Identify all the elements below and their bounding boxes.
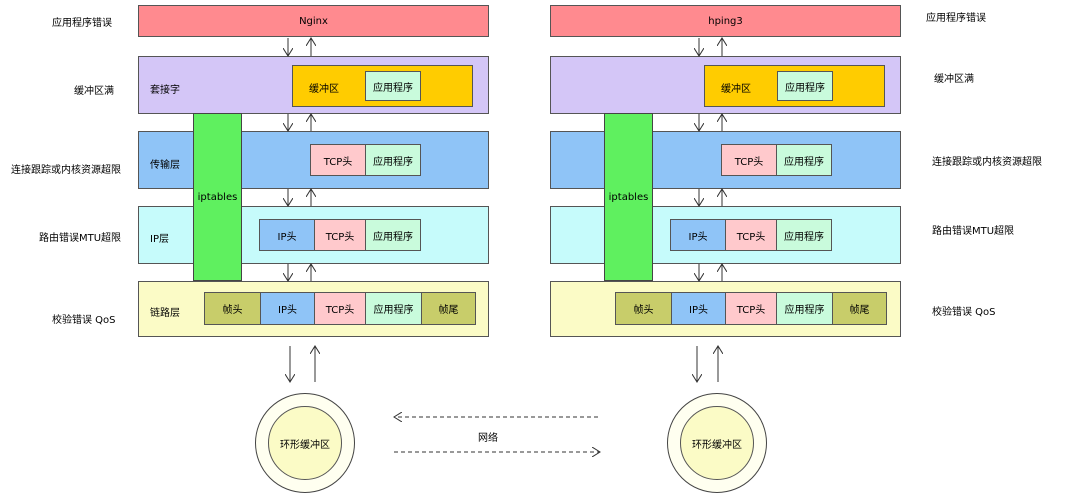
ring-buffer-inner-right: 环形缓冲区 xyxy=(680,406,754,480)
frame-tail-cell: 帧尾 xyxy=(832,292,887,325)
iptables-label: iptables xyxy=(197,191,238,203)
tcp-header-cell: TCP头 xyxy=(725,219,777,251)
tcp-header-cell: TCP头 xyxy=(725,292,777,325)
layer-name-transport: 传输层 xyxy=(150,160,180,171)
label-checksum-qos-right: 校验错误 QoS xyxy=(932,307,996,318)
label-conntrack-right: 连接跟踪或内核资源超限 xyxy=(932,157,1042,168)
app-name: Nginx xyxy=(299,15,328,27)
frame-header-cell: 帧头 xyxy=(615,292,672,325)
tcp-header-cell: TCP头 xyxy=(314,219,366,251)
label-conntrack-left: 连接跟踪或内核资源超限 xyxy=(11,165,121,176)
app-bar-nginx: Nginx xyxy=(138,5,489,37)
ring-buffer-inner-left: 环形缓冲区 xyxy=(268,406,342,480)
app-cell: 应用程序 xyxy=(365,219,421,251)
label-checksum-qos-left: 校验错误 QoS xyxy=(52,315,116,326)
ring-buffer-right: 环形缓冲区 xyxy=(667,393,767,493)
ip-header-cell: IP头 xyxy=(259,219,315,251)
frame-tail-cell: 帧尾 xyxy=(421,292,476,325)
iptables-label: iptables xyxy=(608,191,649,203)
app-cell: 应用程序 xyxy=(776,292,833,325)
app-bar-hping3: hping3 xyxy=(550,5,901,37)
label-route-mtu-left: 路由错误MTU超限 xyxy=(39,233,122,244)
label-buffer-full-left: 缓冲区满 xyxy=(74,86,114,97)
ring-buffer-left: 环形缓冲区 xyxy=(255,393,355,493)
frame-header-cell: 帧头 xyxy=(204,292,261,325)
app-name: hping3 xyxy=(708,15,743,27)
layer-name-socket: 套接字 xyxy=(150,85,180,96)
layer-name-ip: IP层 xyxy=(150,234,169,245)
label-buffer-full-right: 缓冲区满 xyxy=(934,74,974,85)
label-app-error-left: 应用程序错误 xyxy=(52,18,112,29)
label-route-mtu-right: 路由错误MTU超限 xyxy=(932,226,1015,237)
app-cell: 应用程序 xyxy=(777,71,833,101)
layer-name-link: 链路层 xyxy=(150,308,180,319)
label-app-error-right: 应用程序错误 xyxy=(926,13,986,24)
ip-header-cell: IP头 xyxy=(670,219,726,251)
ip-header-cell: IP头 xyxy=(260,292,315,325)
app-cell: 应用程序 xyxy=(365,71,421,101)
ip-header-cell: IP头 xyxy=(671,292,726,325)
network-label: 网络 xyxy=(478,433,498,444)
tcp-header-cell: TCP头 xyxy=(721,144,777,176)
iptables-block-right: iptables xyxy=(604,113,653,281)
app-cell: 应用程序 xyxy=(365,144,421,176)
ring-buffer-label: 环形缓冲区 xyxy=(280,439,330,451)
app-cell: 应用程序 xyxy=(776,144,832,176)
buffer-label: 缓冲区 xyxy=(721,84,751,95)
app-cell: 应用程序 xyxy=(776,219,832,251)
buffer-box-left: 缓冲区 应用程序 xyxy=(292,65,473,107)
iptables-block-left: iptables xyxy=(193,113,242,281)
tcp-header-cell: TCP头 xyxy=(314,292,366,325)
buffer-label: 缓冲区 xyxy=(309,84,339,95)
buffer-box-right: 缓冲区 应用程序 xyxy=(704,65,885,107)
ring-buffer-label: 环形缓冲区 xyxy=(692,439,742,451)
